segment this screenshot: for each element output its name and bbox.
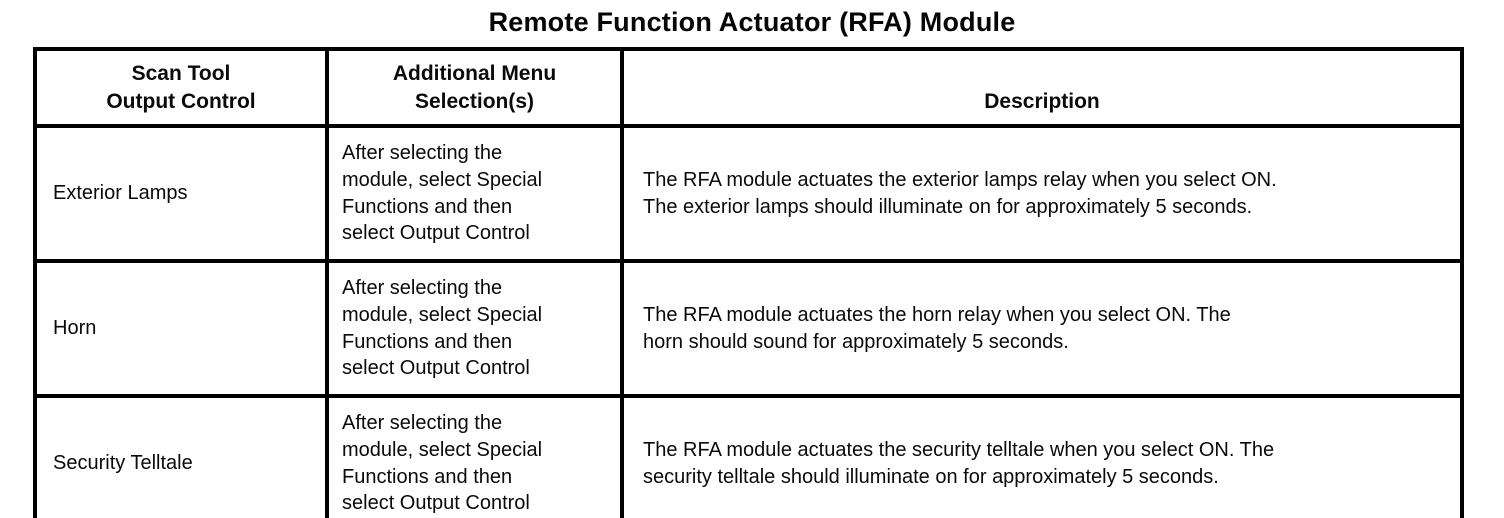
cell-output-control: Horn bbox=[33, 259, 329, 398]
cell-menu-selection: After selecting the module, select Speci… bbox=[325, 394, 624, 518]
col-header-scan-tool-output-control: Scan Tool Output Control bbox=[33, 47, 329, 128]
rfa-module-table: Scan Tool Output Control Additional Menu… bbox=[33, 47, 1464, 518]
col-header-additional-menu-selections: Additional Menu Selection(s) bbox=[325, 47, 624, 128]
page-title: Remote Function Actuator (RFA) Module bbox=[488, 7, 1016, 37]
table-row-exterior-lamps: Exterior Lamps After selecting the modul… bbox=[33, 124, 1464, 263]
col-header-description: Description bbox=[620, 47, 1464, 128]
cell-menu-selection: After selecting the module, select Speci… bbox=[325, 124, 624, 263]
cell-menu-selection: After selecting the module, select Speci… bbox=[325, 259, 624, 398]
cell-output-control: Exterior Lamps bbox=[33, 124, 329, 263]
cell-output-control: Security Telltale bbox=[33, 394, 329, 518]
table-row-security-telltale: Security Telltale After selecting the mo… bbox=[33, 394, 1464, 518]
cell-description: The RFA module actuates the security tel… bbox=[620, 394, 1464, 518]
cell-description: The RFA module actuates the horn relay w… bbox=[620, 259, 1464, 398]
cell-description: The RFA module actuates the exterior lam… bbox=[620, 124, 1464, 263]
header-row: Scan Tool Output Control Additional Menu… bbox=[33, 47, 1464, 128]
table-row-horn: Horn After selecting the module, select … bbox=[33, 259, 1464, 398]
